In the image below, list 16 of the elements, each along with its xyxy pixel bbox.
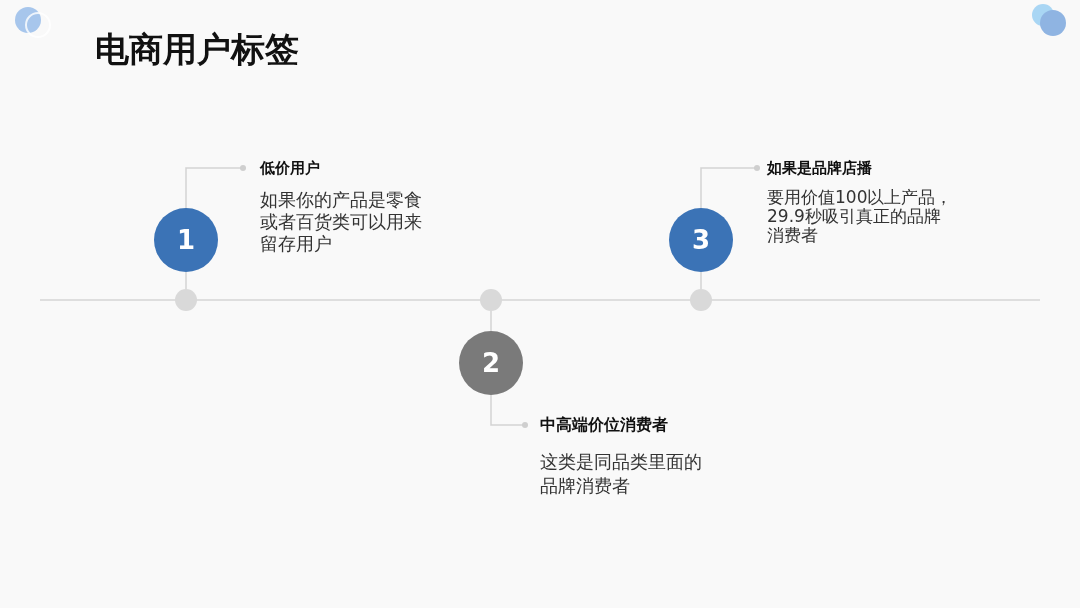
step-number: 2 [481, 350, 501, 376]
description: 这类是同品类里面的品牌消费者 [540, 450, 703, 498]
timeline-dot-icon [175, 289, 197, 311]
heading: 中高端价位消费者 [540, 415, 669, 435]
leader-line [185, 165, 246, 209]
description: 要用价值100以上产品，29.9秒吸引真正的品牌消费者 [767, 188, 954, 245]
title: 电商用户标签 [95, 28, 299, 71]
leader-line [700, 165, 760, 209]
timeline-dot-icon [480, 289, 502, 311]
heading: 如果是品牌店播 [767, 158, 873, 178]
step-number: 1 [176, 227, 196, 253]
description: 如果你的产品是零食或者百货类可以用来留存用户 [260, 189, 423, 255]
heading: 低价用户 [260, 158, 321, 178]
timeline-dot-icon [690, 289, 712, 311]
step-number: 3 [691, 227, 711, 253]
leader-line [490, 394, 528, 428]
